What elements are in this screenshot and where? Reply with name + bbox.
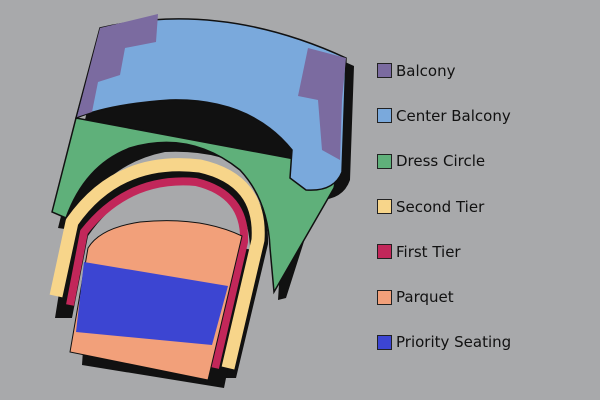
legend-label: Second Tier [396, 197, 485, 216]
legend-label: Dress Circle [396, 152, 486, 171]
legend-swatch [377, 334, 392, 350]
section-dress-circle[interactable] [51, 117, 341, 295]
section-balcony-left[interactable] [77, 14, 158, 117]
section-second-tier[interactable] [49, 158, 265, 370]
legend-label: First Tier [396, 242, 461, 261]
legend-item-second-tier: Second Tier [377, 184, 511, 229]
legend-item-first-tier: First Tier [377, 229, 511, 274]
section-first-tier[interactable] [66, 177, 249, 369]
legend-item-balcony: Balcony [377, 48, 511, 93]
section-center-balcony[interactable] [74, 18, 347, 191]
legend-swatch [377, 153, 392, 169]
legend-item-priority-seating: Priority Seating [377, 320, 511, 365]
legend-label: Priority Seating [396, 333, 512, 352]
legend-swatch [377, 108, 392, 124]
legend-item-parquet: Parquet [377, 274, 511, 319]
legend-item-dress-circle: Dress Circle [377, 139, 511, 184]
legend-swatch [377, 63, 392, 79]
legend-swatch [377, 244, 392, 260]
legend-swatch [377, 289, 392, 305]
legend-item-center-balcony: Center Balcony [377, 93, 511, 138]
legend-label: Parquet [396, 288, 454, 307]
section-priority-seating[interactable] [76, 262, 228, 345]
section-balcony-right[interactable] [298, 48, 346, 160]
legend: Balcony Center Balcony Dress Circle Seco… [377, 48, 511, 365]
legend-swatch [377, 199, 392, 215]
legend-label: Balcony [396, 61, 456, 80]
legend-label: Center Balcony [396, 106, 511, 125]
